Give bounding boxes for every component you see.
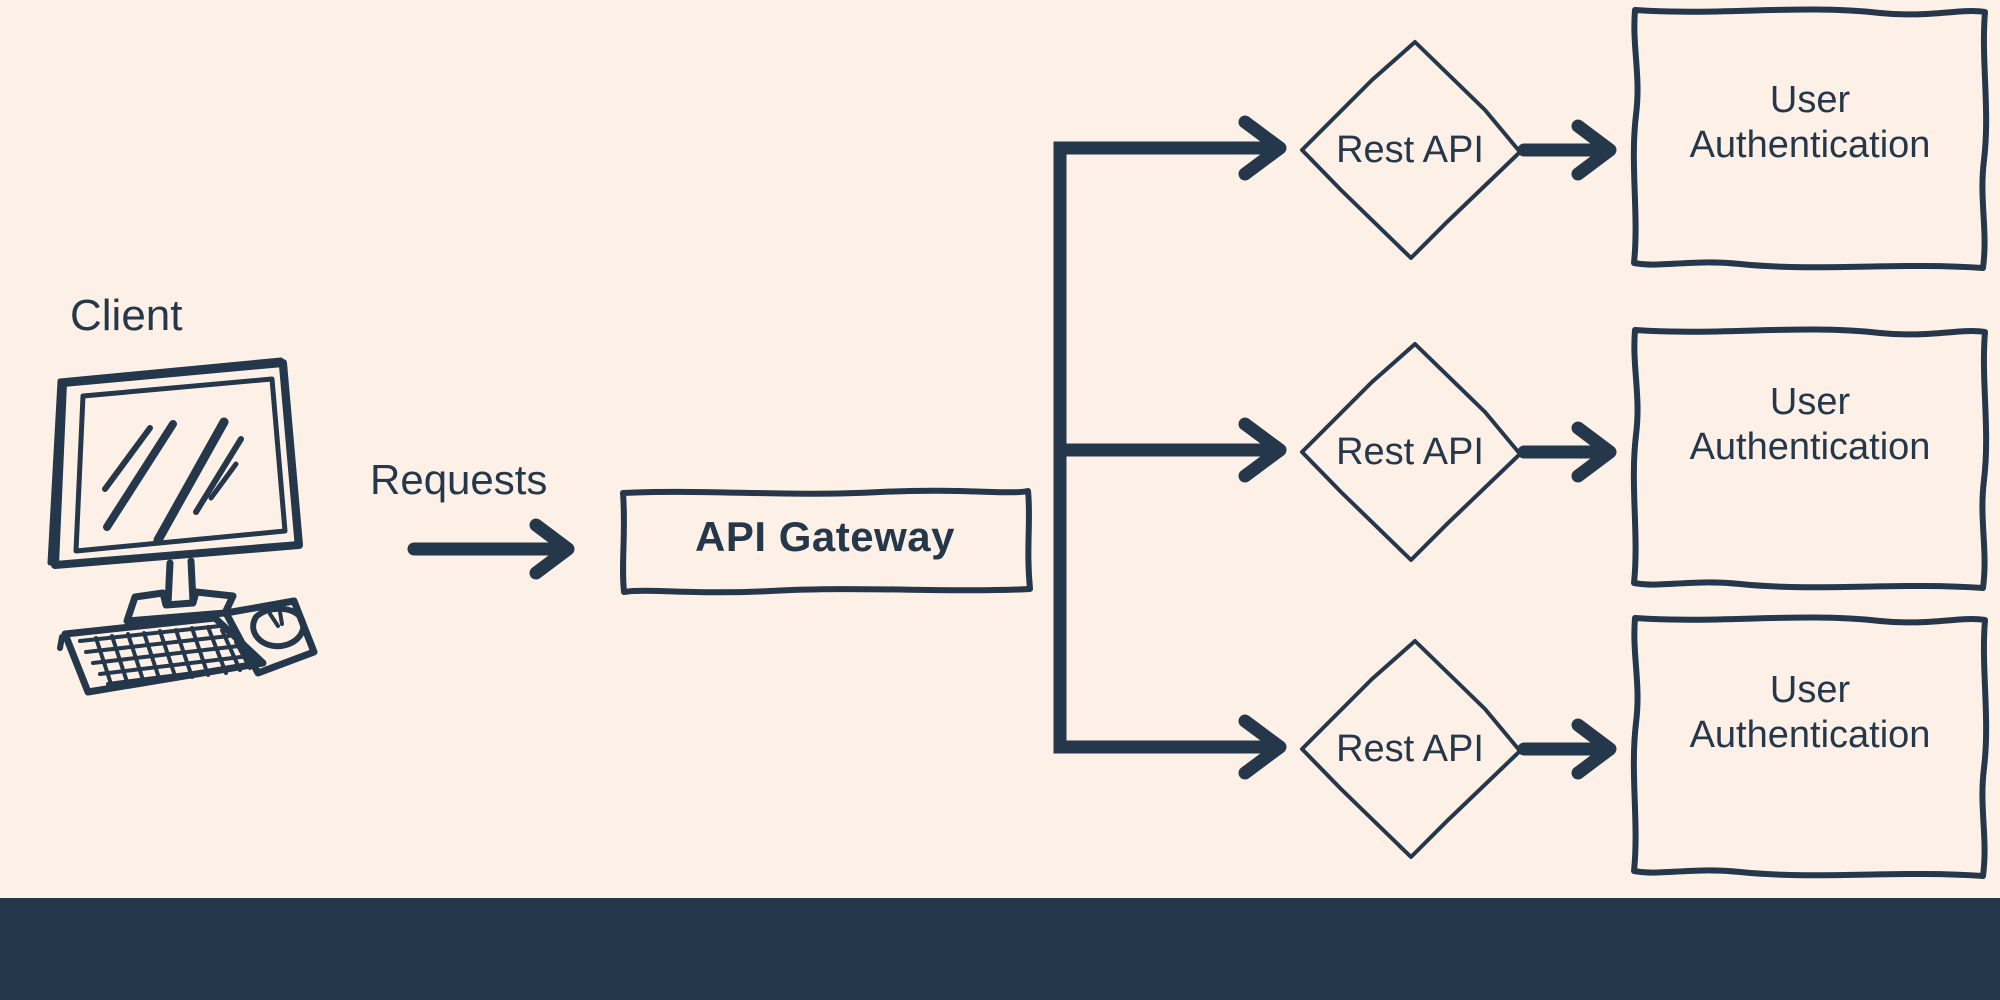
branch-arrowheads xyxy=(1238,115,1287,780)
desktop-computer-icon xyxy=(47,357,318,696)
api-gateway-box xyxy=(620,487,1033,596)
rest-api-diamond-1 xyxy=(1300,40,1522,260)
branch-connector-lines xyxy=(1053,141,1277,754)
footer-band xyxy=(0,898,2000,1000)
rest-api-diamond-2 xyxy=(1300,342,1522,562)
user-auth-box-1 xyxy=(1630,6,1990,271)
rest-api-diamond-3 xyxy=(1300,639,1522,859)
requests-arrow-icon xyxy=(407,518,575,580)
service-arrows xyxy=(1517,119,1617,780)
user-auth-box-2 xyxy=(1630,326,1990,591)
user-auth-box-3 xyxy=(1630,614,1990,879)
